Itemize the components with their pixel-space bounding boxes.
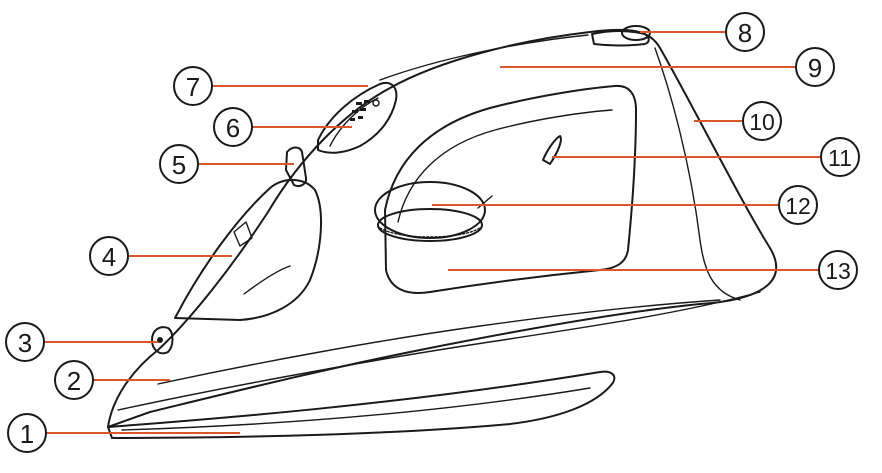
water-tank <box>174 179 323 321</box>
callout-1-label: 1 <box>20 419 34 449</box>
spray-button <box>285 146 308 188</box>
soleplate <box>107 370 616 439</box>
callout-6: 6 <box>213 107 253 147</box>
callout-6-label: 6 <box>226 113 240 143</box>
callout-4-label: 4 <box>102 242 116 272</box>
callout-11-label: 11 <box>828 145 852 171</box>
control-panel-markings <box>350 99 380 121</box>
handle-opening <box>384 84 637 294</box>
indicator-light <box>542 135 562 165</box>
callout-12-label: 12 <box>785 193 811 219</box>
control-panel <box>317 82 398 154</box>
callout-2: 2 <box>54 360 94 400</box>
callout-4: 4 <box>89 236 129 276</box>
spray-nozzle <box>151 326 174 355</box>
callout-7: 7 <box>173 66 213 106</box>
leader-lines <box>44 31 820 434</box>
handle-top <box>379 30 650 81</box>
iron-body <box>107 28 777 428</box>
temperature-dial <box>374 181 493 242</box>
callout-2-label: 2 <box>67 366 81 396</box>
callout-1: 1 <box>7 413 47 453</box>
callout-10-label: 10 <box>749 109 775 135</box>
callout-3-label: 3 <box>18 328 32 358</box>
callout-10: 10 <box>742 101 782 141</box>
callout-11: 11 <box>820 137 860 177</box>
callout-13-label: 13 <box>825 258 851 284</box>
callout-5-label: 5 <box>172 150 186 180</box>
callout-13: 13 <box>818 250 858 290</box>
callout-5: 5 <box>159 144 199 184</box>
callout-8: 8 <box>725 12 765 52</box>
callout-8-label: 8 <box>738 18 752 48</box>
callout-9: 9 <box>795 47 835 87</box>
callout-9-label: 9 <box>808 53 822 83</box>
heel-rest <box>654 47 741 301</box>
callout-3: 3 <box>5 322 45 362</box>
callout-7-label: 7 <box>186 72 200 102</box>
callout-12: 12 <box>778 185 818 225</box>
